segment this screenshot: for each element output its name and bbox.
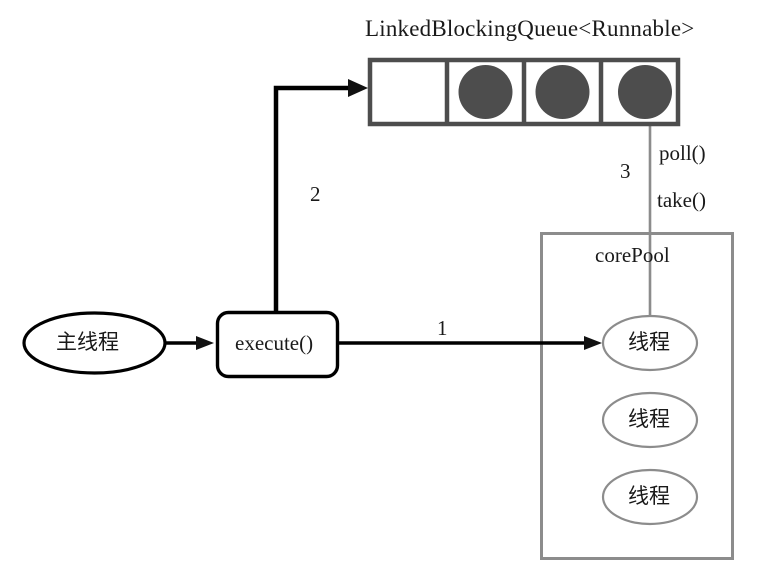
edge-dequeue-step-label: 3: [620, 159, 631, 183]
edge-submit-arrowhead: [584, 336, 602, 350]
queue-task-circle-1: [458, 65, 513, 119]
edge-enqueue-step-label: 2: [310, 182, 321, 206]
thread-label-1: 线程: [628, 330, 670, 354]
thread-ellipse-3: [601, 468, 699, 526]
edge-enqueue-line: [273, 85, 352, 311]
thread-ellipse-1: [601, 314, 699, 372]
execute-box: [215, 310, 340, 379]
execute-label: execute(): [235, 331, 314, 355]
thread-label-3: 线程: [628, 484, 670, 508]
take-method-label: take(): [657, 188, 706, 212]
main-thread-ellipse: [22, 311, 167, 375]
queue-task-circle-2: [535, 65, 590, 119]
queue-task-circle-3: [618, 65, 672, 119]
thread-label-2: 线程: [628, 407, 670, 431]
edge-main-to-execute-arrowhead: [196, 336, 214, 350]
edge-enqueue-arrowhead: [348, 79, 368, 97]
core-pool-label: corePool: [595, 243, 670, 267]
queue-title: LinkedBlockingQueue<Runnable>: [365, 16, 695, 41]
poll-method-label: poll(): [659, 141, 706, 165]
edge-submit-step-label: 1: [437, 316, 448, 340]
thread-ellipse-2: [601, 391, 699, 449]
main-thread-label: 主线程: [56, 330, 119, 354]
